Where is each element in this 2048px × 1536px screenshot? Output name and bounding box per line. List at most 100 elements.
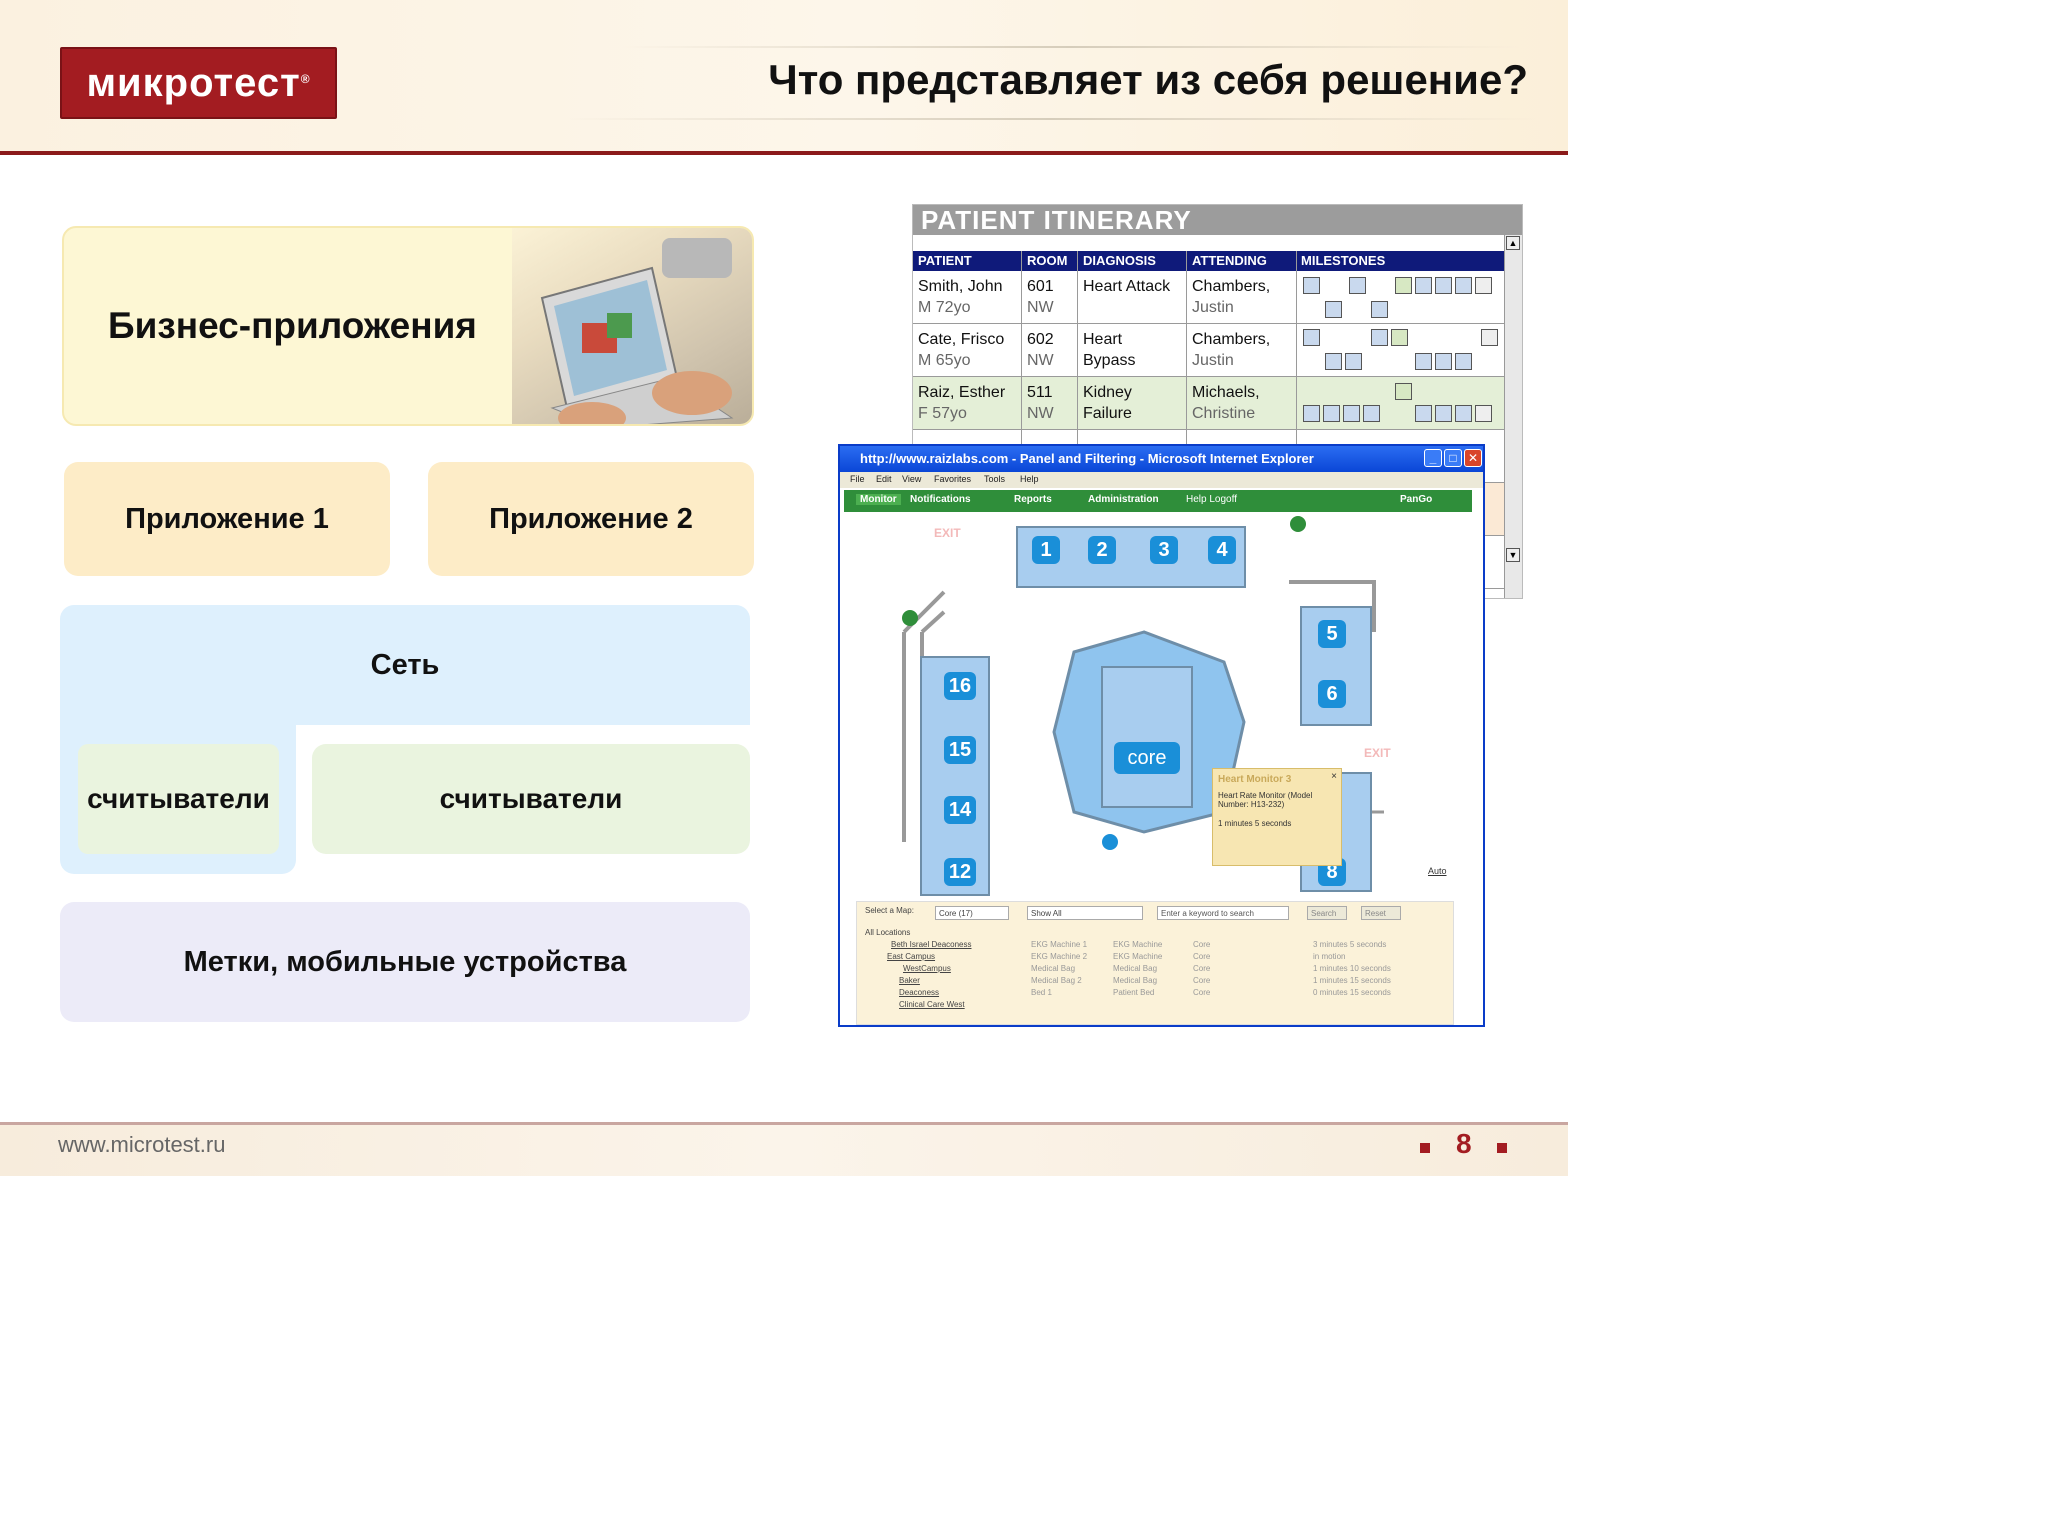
menu-file[interactable]: File (850, 474, 865, 484)
tree-item[interactable]: WestCampus (903, 964, 951, 973)
pango-brand: PanGo (1400, 494, 1433, 505)
milestone-icon (1325, 353, 1342, 370)
menu-favorites[interactable]: Favorites (934, 474, 972, 484)
popup-time: 1 minutes 5 seconds (1218, 819, 1292, 828)
room-wing: NW (1027, 405, 1054, 422)
room-4[interactable]: 4 (1208, 536, 1236, 564)
page-number: 8 (1456, 1128, 1472, 1159)
asset-location: Core (1193, 964, 1211, 973)
room-3[interactable]: 3 (1150, 536, 1178, 564)
milestone-icon (1415, 353, 1432, 370)
col-diagnosis: DIAGNOSIS (1083, 253, 1156, 268)
milestone-icon (1415, 405, 1432, 422)
auto-link[interactable]: Auto (1428, 866, 1447, 876)
milestone-icon (1435, 353, 1452, 370)
maximize-icon[interactable]: □ (1444, 449, 1462, 467)
menu-tools[interactable]: Tools (984, 474, 1006, 484)
scroll-down-icon[interactable]: ▼ (1506, 548, 1520, 562)
attending-line2: Justin (1192, 352, 1234, 369)
search-button[interactable]: Search (1307, 906, 1347, 920)
milestone-icon (1303, 329, 1320, 346)
menu-view[interactable]: View (902, 474, 922, 484)
asset-location: Core (1193, 940, 1211, 949)
asset-name[interactable]: Medical Bag (1031, 964, 1076, 973)
room-1[interactable]: 1 (1032, 536, 1060, 564)
milestone-icon (1391, 329, 1408, 346)
asset-name[interactable]: EKG Machine 2 (1031, 952, 1088, 961)
room-15[interactable]: 15 (944, 736, 976, 764)
map-select[interactable]: Core (17) (935, 906, 1009, 920)
footer-url[interactable]: www.microtest.ru (58, 1132, 226, 1157)
asset-status: 1 minutes 10 seconds (1313, 964, 1391, 973)
milestone-icon (1415, 277, 1432, 294)
room-5[interactable]: 5 (1318, 620, 1346, 648)
asset-name[interactable]: Bed 1 (1031, 988, 1052, 997)
search-input[interactable]: Enter a keyword to search (1157, 906, 1289, 920)
header-decor-line (620, 46, 1520, 48)
tags-mobile-devices-layer: Метки, мобильные устройства (60, 902, 750, 1022)
nav-help-logoff[interactable]: Help Logoff (1186, 494, 1237, 505)
laptop-photo (512, 228, 752, 424)
room-14[interactable]: 14 (944, 796, 976, 824)
milestone-icon (1455, 277, 1472, 294)
tree-item[interactable]: Clinical Care West (899, 1000, 965, 1009)
milestone-icon (1343, 405, 1360, 422)
itinerary-scrollbar[interactable]: ▲ ▼ (1504, 235, 1522, 598)
page-marker-icon (1420, 1143, 1430, 1153)
browser-title-bar: http://www.raizlabs.com - Panel and Filt… (840, 446, 1483, 472)
nav-administration[interactable]: Administration (1088, 494, 1159, 505)
asset-name[interactable]: EKG Machine 1 (1031, 940, 1088, 949)
tree-item[interactable]: Deaconess (899, 988, 940, 997)
room-number: 602 (1027, 331, 1054, 348)
diagnosis: Heart Attack (1083, 278, 1171, 295)
column-divider (1186, 251, 1187, 598)
nav-notifications[interactable]: Notifications (910, 494, 971, 505)
popup-close-icon[interactable]: × (1331, 771, 1337, 782)
exit-sign: EXIT (934, 526, 961, 540)
popup-title: Heart Monitor 3 (1218, 774, 1292, 785)
pango-browser-window: http://www.raizlabs.com - Panel and Filt… (838, 444, 1485, 1027)
room-6[interactable]: 6 (1318, 680, 1346, 708)
select-map-label: Select a Map: (865, 906, 914, 915)
room-2[interactable]: 2 (1088, 536, 1116, 564)
minimize-icon[interactable]: _ (1424, 449, 1442, 467)
header-divider (0, 151, 1568, 155)
core-room[interactable]: core (1114, 742, 1180, 774)
tree-item[interactable]: East Campus (887, 952, 936, 961)
room-12[interactable]: 12 (944, 858, 976, 886)
room-16[interactable]: 16 (944, 672, 976, 700)
nav-reports[interactable]: Reports (1014, 494, 1052, 505)
heart-monitor-popup[interactable]: Heart Monitor 3 Heart Rate Monitor (Mode… (1212, 768, 1342, 866)
column-divider (1296, 251, 1297, 598)
tree-item[interactable]: Baker (899, 976, 920, 985)
nav-monitor[interactable]: Monitor (856, 494, 901, 505)
asset-type: EKG Machine (1113, 952, 1163, 961)
reset-button[interactable]: Reset (1361, 906, 1401, 920)
tree-item[interactable]: Beth Israel Deaconess (891, 940, 972, 949)
close-icon[interactable]: ✕ (1464, 449, 1482, 467)
menu-edit[interactable]: Edit (876, 474, 892, 484)
scroll-up-icon[interactable]: ▲ (1506, 236, 1520, 250)
menu-help[interactable]: Help (1020, 474, 1039, 484)
milestone-icon (1455, 405, 1472, 422)
diagnosis-line2: Failure (1083, 405, 1132, 422)
asset-type: Patient Bed (1113, 988, 1155, 997)
business-apps-layer: Бизнес-приложения (62, 226, 754, 426)
patient-name: Raiz, Esther (918, 384, 1006, 401)
milestone-icon (1371, 329, 1388, 346)
asset-location: Core (1193, 988, 1211, 997)
footer-divider (0, 1122, 1568, 1125)
floor-plan-map[interactable]: 1 2 3 4 5 6 16 15 14 12 8 core EXIT EXIT… (844, 512, 1472, 900)
exit-sign: EXIT (1364, 746, 1391, 760)
asset-status: 1 minutes 15 seconds (1313, 976, 1391, 985)
network-layer: Сеть (60, 605, 750, 725)
milestone-icon (1435, 277, 1452, 294)
patient-name: Smith, John (918, 278, 1003, 295)
room-wing: NW (1027, 352, 1054, 369)
milestone-icon (1325, 301, 1342, 318)
milestone-icon (1481, 329, 1498, 346)
app-nav-bar: Monitor Notifications Reports Administra… (844, 490, 1472, 512)
asset-name[interactable]: Medical Bag 2 (1031, 976, 1082, 985)
browser-title: http://www.raizlabs.com - Panel and Filt… (860, 451, 1314, 466)
filter-select[interactable]: Show All (1027, 906, 1143, 920)
